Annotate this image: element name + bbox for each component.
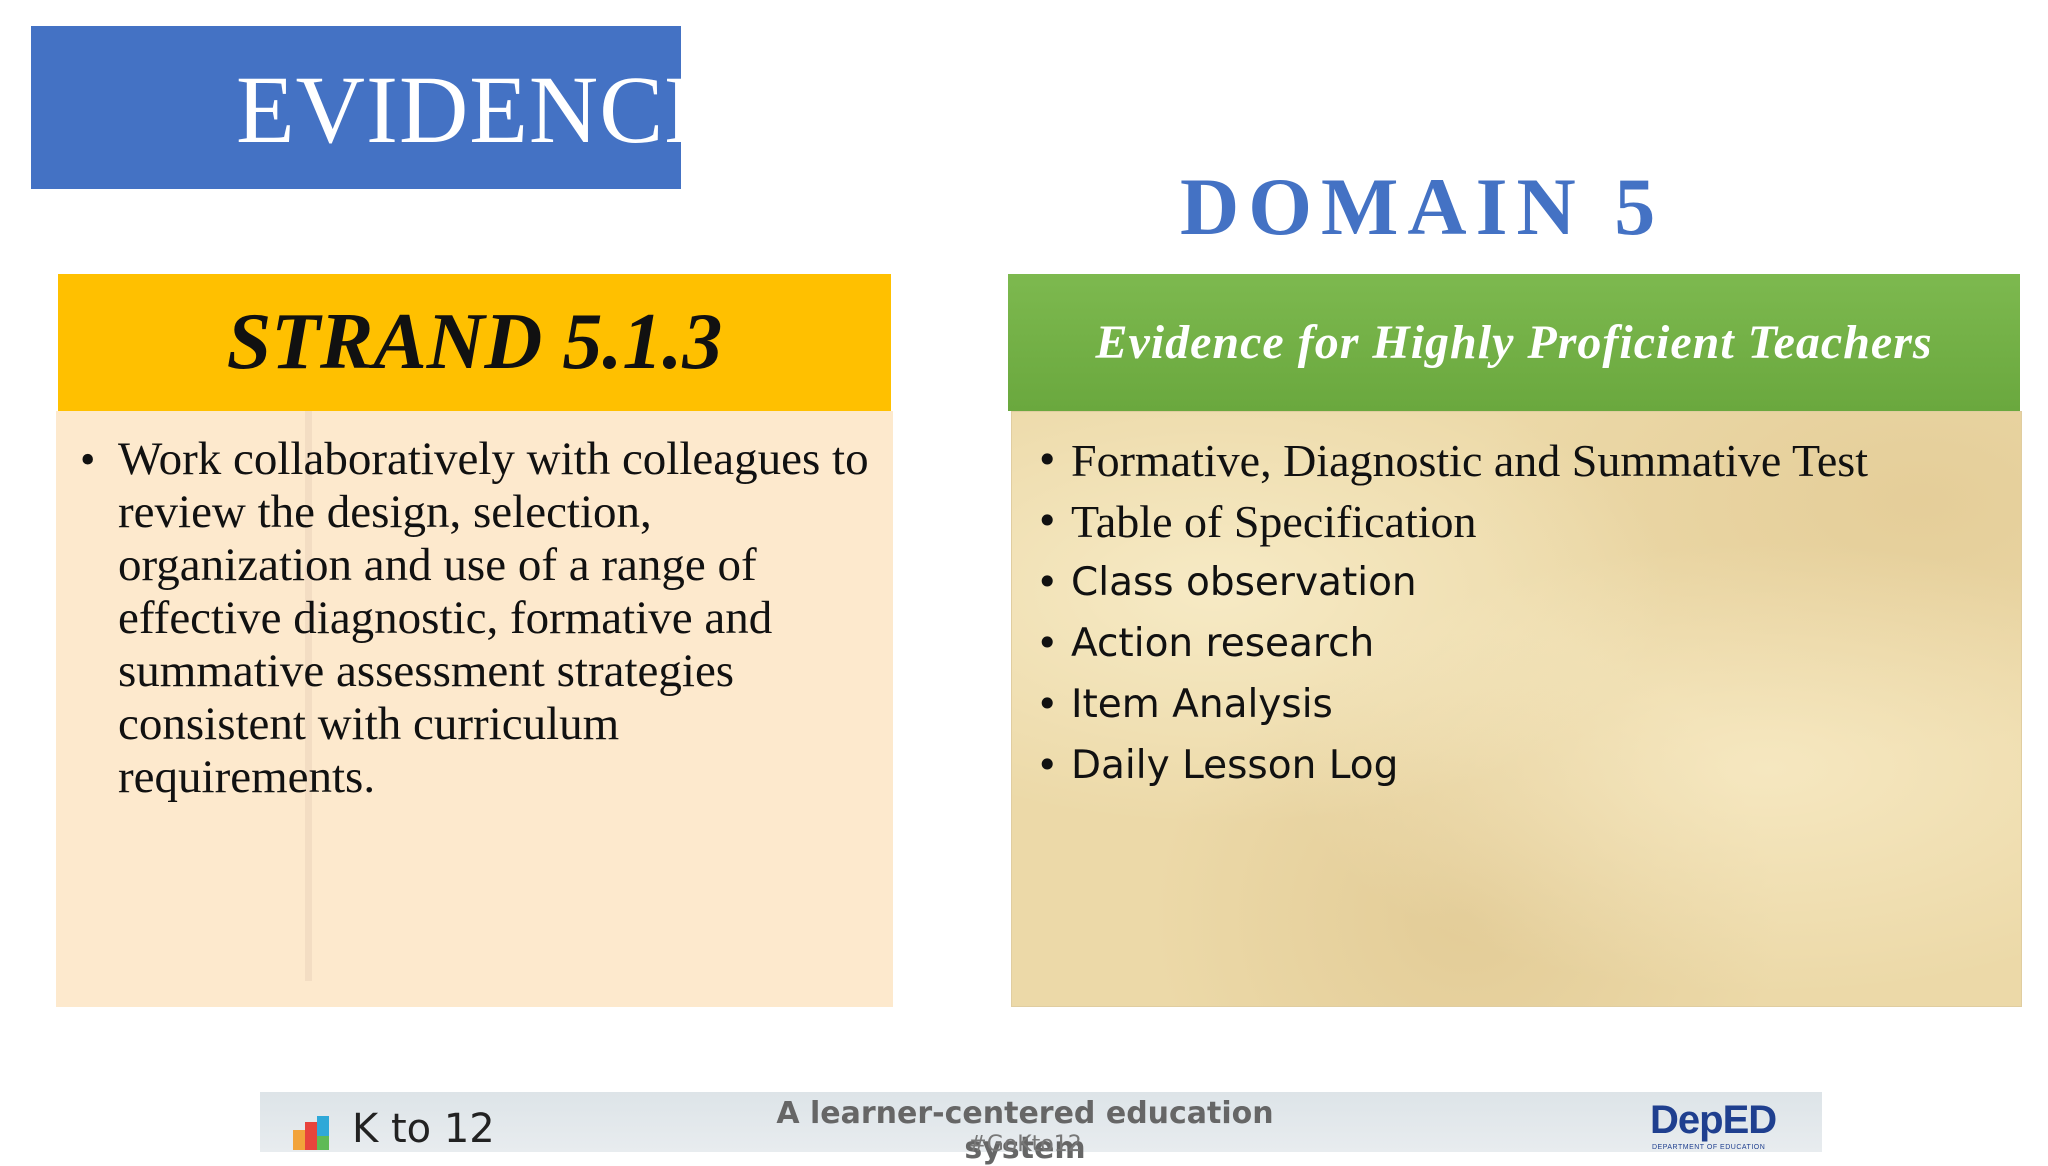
bullet-icon: • (1036, 743, 1059, 787)
deped-subtitle: DEPARTMENT OF EDUCATION (1652, 1144, 1766, 1151)
strand-title: STRAND 5.1.3 (226, 298, 723, 386)
bullet-icon: • (1036, 560, 1059, 604)
evidence-item-text: Daily Lesson Log (1071, 743, 1399, 788)
evidence-item-text: Item Analysis (1071, 682, 1333, 727)
bullet-icon: • (1036, 438, 1059, 482)
slide-title: EVIDENCE (236, 56, 724, 163)
strand-item-text: Work collaboratively with colleagues to … (118, 433, 869, 803)
evidence-item: • Class observation (1036, 552, 2006, 613)
bullet-icon: • (80, 435, 96, 484)
strand-item: • Work collaboratively with colleagues t… (80, 433, 880, 804)
k12-brand: K to 12 (352, 1106, 495, 1152)
deped-logo-icon: DepED (1650, 1098, 1777, 1142)
strand-list: • Work collaboratively with colleagues t… (80, 433, 880, 804)
evidence-header-title: Evidence for Highly Proficient Teachers (1095, 316, 1933, 369)
strand-body: • Work collaboratively with colleagues t… (56, 411, 893, 1007)
bullet-icon: • (1036, 499, 1059, 543)
bullet-icon: • (1036, 682, 1059, 726)
evidence-item: • Formative, Diagnostic and Summative Te… (1036, 430, 2006, 491)
evidence-body: • Formative, Diagnostic and Summative Te… (1011, 411, 2022, 1007)
evidence-item-text: Class observation (1071, 560, 1417, 605)
evidence-item: • Table of Specification (1036, 491, 2006, 552)
k12-logo-icon (293, 1116, 339, 1152)
evidence-item: • Daily Lesson Log (1036, 735, 2006, 796)
evidence-item-text: Table of Specification (1071, 496, 1477, 547)
evidence-item-text: Action research (1071, 621, 1375, 666)
strand-divider (305, 411, 312, 981)
evidence-header: Evidence for Highly Proficient Teachers (1008, 274, 2020, 411)
footer-hashtag: #GoKto12 (968, 1132, 1082, 1157)
strand-header: STRAND 5.1.3 (58, 274, 891, 411)
evidence-item: • Action research (1036, 613, 2006, 674)
footer-banner: K to 12 A learner-centered education sys… (260, 1092, 1822, 1166)
evidence-item-text: Formative, Diagnostic and Summative Test (1071, 435, 1868, 486)
evidence-item: • Item Analysis (1036, 674, 2006, 735)
evidence-list: • Formative, Diagnostic and Summative Te… (1036, 430, 2006, 796)
bullet-icon: • (1036, 621, 1059, 665)
domain-title: DOMAIN 5 (1180, 161, 1665, 252)
evidence-title-box: EVIDENCE (31, 26, 723, 189)
